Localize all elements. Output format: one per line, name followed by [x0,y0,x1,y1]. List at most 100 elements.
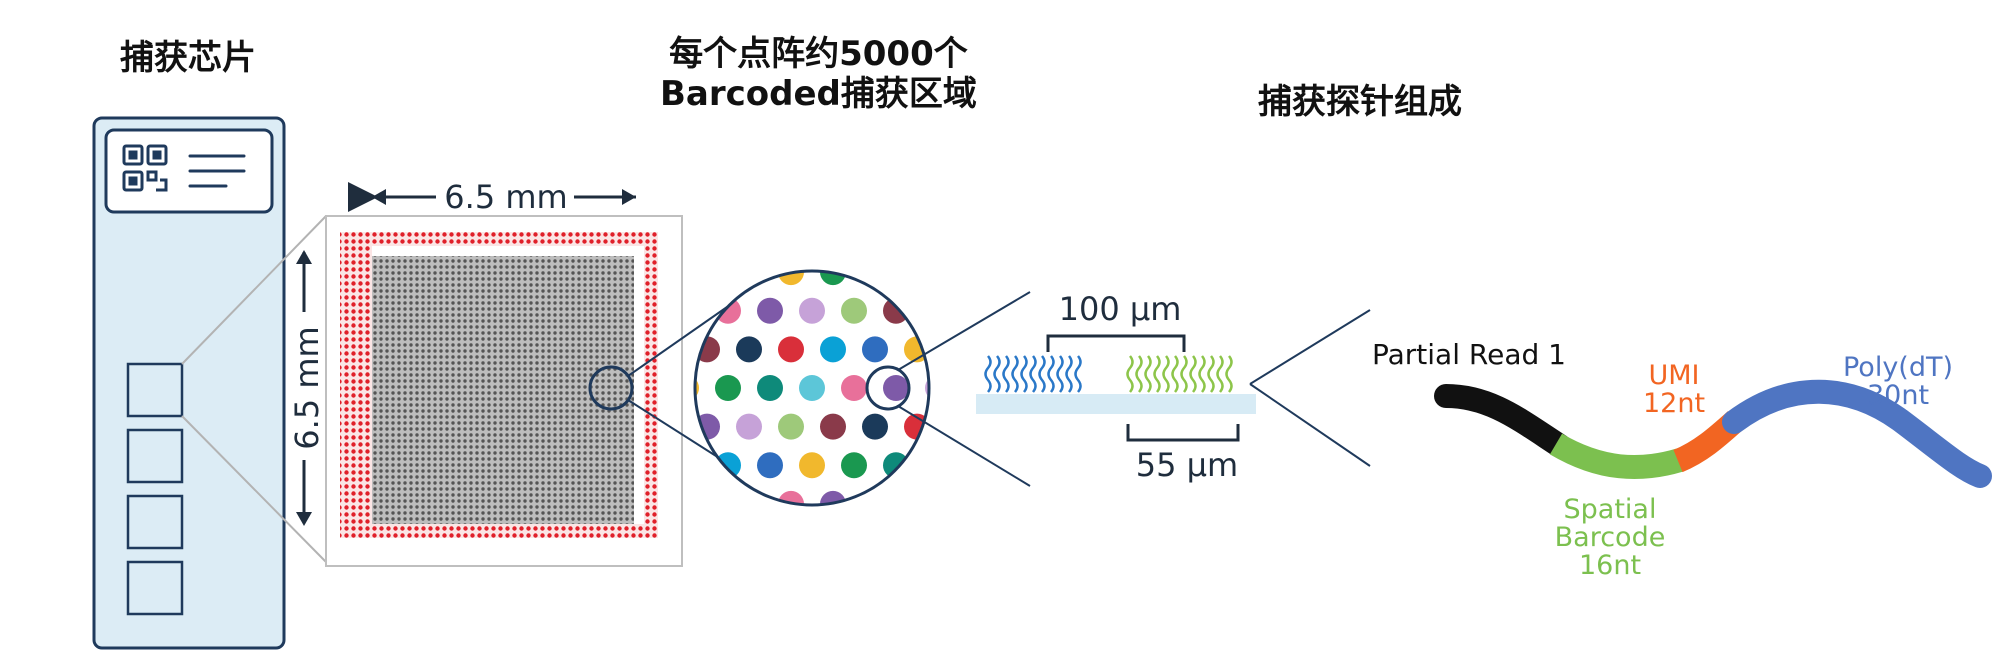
heading-capture-chip: 捕获芯片 [120,38,256,78]
barcoded-spot [883,297,909,324]
oligo-strand [1056,355,1064,393]
barcoded-spot [946,491,972,517]
heading-spots-line-1: 每个点阵约5000个 [669,34,968,74]
spot-detail: 100 μm 55 μm [976,290,1256,484]
barcode-label: Spatial Barcode 16nt [1555,494,1666,581]
umi-label-line-2: 12nt [1643,388,1705,419]
zoom-selection-circle [588,365,634,411]
qr-code-icon [122,144,168,192]
heading-spots-line-2: Barcoded捕获区域 [660,74,977,114]
barcoded-spot [820,413,846,440]
oligo-strand [1180,355,1188,393]
oligo-strand [1207,355,1215,393]
zoom-line-top [181,215,327,365]
oligo-strand [1065,355,1073,393]
barcoded-spot [757,452,783,479]
oligo-strand [1216,355,1224,393]
zoom-line-oligo-bottom [897,405,1031,487]
barcoded-spot [862,413,888,440]
barcoded-spot [946,259,972,285]
oligo-strand [993,355,1001,393]
oligo-strand [1198,355,1206,393]
oligo-strand [1020,355,1028,393]
spot-grid [372,256,634,524]
barcoded-spot [904,271,929,286]
oligo-strand [1047,355,1055,393]
barcoded-spot [862,490,888,505]
distance-bracket [1046,334,1186,352]
capture-area-3 [126,494,184,550]
barcoded-spot [736,271,762,286]
barcoded-spot [799,375,825,401]
heading-barcoded-spots: 每个点阵约5000个 Barcoded捕获区域 [660,34,977,114]
oligo-strand [1074,355,1082,393]
capture-area-4 [126,560,184,616]
text-lines-icon [188,154,246,188]
barcode-label-line-2: Barcode [1555,522,1666,553]
barcoded-spot [841,452,867,479]
barcoded-spot [778,336,804,363]
oligo-cluster-blue [984,355,1082,393]
barcoded-spot [841,375,867,401]
oligo-strand [984,355,992,393]
heading-probe-composition: 捕获探针组成 [1258,82,1462,122]
barcoded-spot [925,297,929,324]
height-dimension: 6.5 mm [288,250,326,526]
partial-read-label: Partial Read 1 [1372,338,1566,371]
barcoded-spot [736,336,762,363]
barcoded-spot [736,490,762,505]
barcoded-spot [757,375,783,401]
oligo-strand [1171,355,1179,393]
barcoded-spot [715,375,741,401]
width-label: 6.5 mm [444,178,567,216]
barcoded-spot [757,297,783,324]
oligo-strand [1153,355,1161,393]
spot-zoom-circle [865,365,911,411]
barcoded-spot [799,297,825,324]
polydt-label-line-2: 30nt [1867,380,1929,411]
barcoded-spot [862,336,888,363]
barcoded-spots-circle [693,259,972,517]
capture-area-2 [126,428,184,484]
barcoded-spot [778,413,804,440]
diameter-bracket [1126,424,1240,442]
barcoded-spot [736,413,762,440]
oligo-strand [1126,355,1134,393]
umi-label: UMI 12nt [1643,360,1705,419]
capture-probe [1434,379,1992,488]
barcoded-spot [862,271,888,286]
capture-area-enlarged [325,215,683,567]
zoom-line-oligo-top [897,291,1031,371]
umi-label-line-1: UMI [1648,360,1699,391]
oligo-cluster-green [1126,355,1233,393]
oligo-strand [1162,355,1170,393]
probe-polydt-segment [1722,379,1992,488]
oligo-strand [1225,355,1233,393]
probe-barcode-segment [1549,433,1684,479]
oligo-strand [1144,355,1152,393]
capture-area-1 [126,362,184,418]
barcoded-spot [883,375,909,401]
substrate [976,394,1256,414]
oligo-strand [1038,355,1046,393]
zoom-line-probe-bottom [1249,383,1371,467]
oligo-strand [1011,355,1019,393]
barcoded-spot [841,297,867,324]
barcoded-spot [925,452,929,479]
polydt-label: Poly(dT) 30nt [1843,352,1953,411]
barcoded-spot [799,452,825,479]
barcode-label-line-3: 16nt [1579,550,1641,581]
barcoded-spot [820,336,846,363]
zoom-line-probe-top [1249,309,1371,385]
spot-distance-label: 100 μm [1059,290,1182,328]
oligo-strand [1002,355,1010,393]
spot-diameter-label: 55 μm [1136,446,1238,484]
barcode-label-line-1: Spatial [1564,494,1657,525]
barcoded-spot [695,490,720,505]
barcoded-spot [946,414,972,440]
barcoded-spot [695,271,720,286]
zoom-line-bottom [181,415,327,563]
probe-partial-read-segment [1434,384,1572,458]
oligo-strand [1189,355,1197,393]
